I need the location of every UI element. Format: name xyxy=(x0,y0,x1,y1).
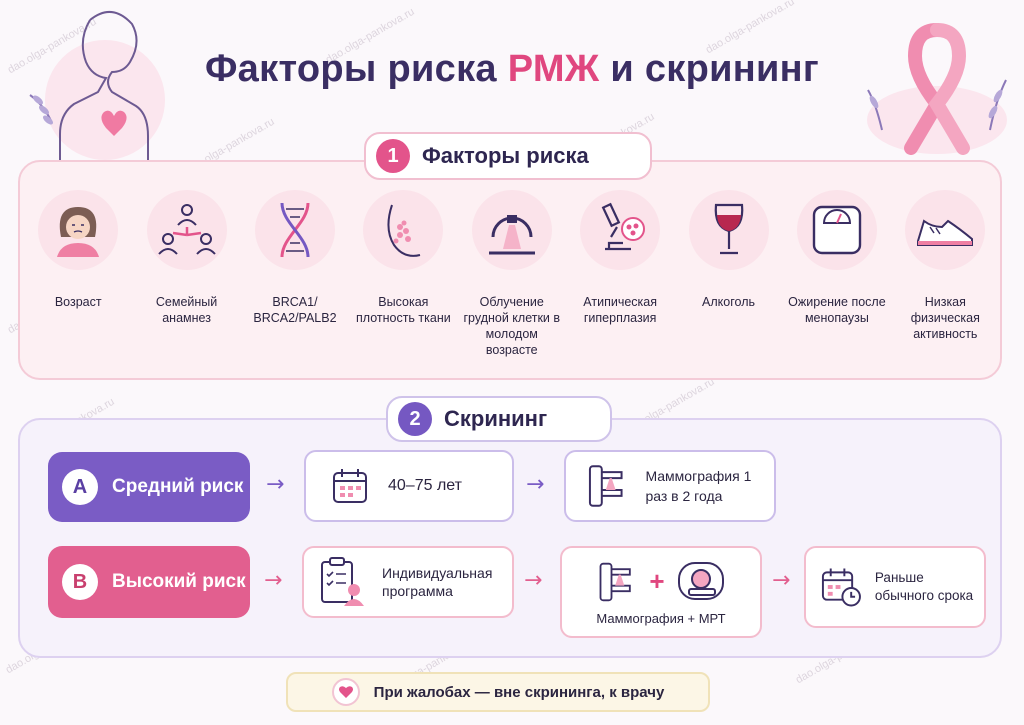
sneaker-icon xyxy=(905,190,986,270)
risk-factor-family-history: Семейный анамнез xyxy=(132,190,240,365)
risk-factor-label: Возраст xyxy=(54,295,102,309)
risk-factor-atypical-hyperplasia: Атипическая гиперплазия xyxy=(566,190,674,365)
calendar-clock-icon xyxy=(821,568,861,607)
high-risk-tag: B Высокий риск xyxy=(48,546,250,618)
complaints-note: При жалобах — вне скрининга, к врачу xyxy=(286,672,710,712)
risk-factor-label: Высокая плотность ткани xyxy=(356,295,451,325)
section-title: Скрининг xyxy=(444,406,548,431)
mammography-machine-icon xyxy=(599,562,632,601)
family-tree-icon xyxy=(146,190,227,270)
clipboard-person-icon xyxy=(321,557,364,606)
high-risk-exam-box: + Маммография + МРТ xyxy=(560,546,762,638)
arrow-right-icon: → xyxy=(524,568,543,593)
section-number: 1 xyxy=(376,139,410,173)
risk-label: Высокий риск xyxy=(112,571,246,592)
microscope-icon xyxy=(580,190,661,270)
page-title: Факторы риска РМЖ и скрининг xyxy=(0,48,1024,91)
average-risk-tag: A Средний риск xyxy=(48,452,250,522)
scale-icon xyxy=(796,190,877,270)
title-accent: РМЖ xyxy=(507,48,600,90)
risk-letter: A xyxy=(62,469,98,505)
average-risk-exam-box: Маммография 1 раз в 2 года xyxy=(564,450,776,522)
exam-text: Маммография + МРТ xyxy=(596,610,726,626)
risk-factor-genes: BRCA1/ BRCA2/PALB2 xyxy=(241,190,349,365)
dna-icon xyxy=(254,190,335,270)
woman-face-icon xyxy=(38,190,119,270)
risk-factor-label: Алкоголь xyxy=(702,295,756,309)
arrow-right-icon: → xyxy=(772,568,791,593)
average-risk-age-box: 40–75 лет xyxy=(304,450,514,522)
risk-factor-alcohol: Алкоголь xyxy=(674,190,782,365)
section-header-screening: 2 Скрининг xyxy=(386,396,612,442)
risk-factor-low-activity: Низкая физическая активность xyxy=(891,190,999,365)
note-text: При жалобах — вне скрининга, к врачу xyxy=(373,683,665,701)
section-number: 2 xyxy=(398,402,432,436)
risk-factor-breast-density: Высокая плотность ткани xyxy=(349,190,457,365)
risk-factor-label: Низкая физическая активность xyxy=(910,295,980,341)
risk-factors-list: Возраст Семейный анамнез xyxy=(24,190,1000,365)
timing-text: Раньше обычного срока xyxy=(874,570,974,603)
arrow-right-icon: → xyxy=(266,472,285,497)
mammography-machine-icon xyxy=(588,465,623,507)
risk-factor-obesity: Ожирение после менопаузы xyxy=(783,190,891,365)
risk-factor-label: Семейный анамнез xyxy=(155,295,218,325)
exam-icons: + xyxy=(595,559,726,605)
wine-glass-icon xyxy=(688,190,769,270)
age-range: 40–75 лет xyxy=(388,477,462,494)
mri-scanner-icon xyxy=(677,561,724,600)
breast-tissue-icon xyxy=(363,190,444,270)
risk-factor-label: Атипическая гиперплазия xyxy=(583,295,657,325)
title-part1: Факторы риска xyxy=(204,48,497,90)
arrow-right-icon: → xyxy=(526,472,545,497)
risk-factor-label: Облучение грудной клетки в молодом возра… xyxy=(463,295,561,357)
program-text: Индивидуальная программа xyxy=(382,565,493,599)
risk-factor-label: BRCA1/ BRCA2/PALB2 xyxy=(253,295,337,325)
title-part2: и скрининг xyxy=(610,48,820,90)
risk-label: Средний риск xyxy=(112,476,244,497)
risk-factor-age: Возраст xyxy=(24,190,132,365)
plus-icon: + xyxy=(649,566,665,596)
risk-factor-label: Ожирение после менопаузы xyxy=(788,295,886,325)
exam-text: Маммография 1 раз в 2 года xyxy=(645,468,752,504)
risk-factor-chest-radiation: Облучение грудной клетки в молодом возра… xyxy=(458,190,566,365)
high-risk-program-box: Индивидуальная программа xyxy=(302,546,514,618)
section-title: Факторы риска xyxy=(422,143,589,168)
calendar-icon xyxy=(333,469,367,503)
risk-letter: B xyxy=(62,564,98,600)
high-risk-timing-box: Раньше обычного срока xyxy=(804,546,986,628)
radiation-machine-icon xyxy=(471,190,552,270)
woman-silhouette-icon xyxy=(29,11,165,165)
pink-ribbon-icon xyxy=(867,23,1007,155)
arrow-right-icon: → xyxy=(264,568,283,593)
heart-icon xyxy=(331,678,360,706)
section-header-risk-factors: 1 Факторы риска xyxy=(364,132,652,180)
